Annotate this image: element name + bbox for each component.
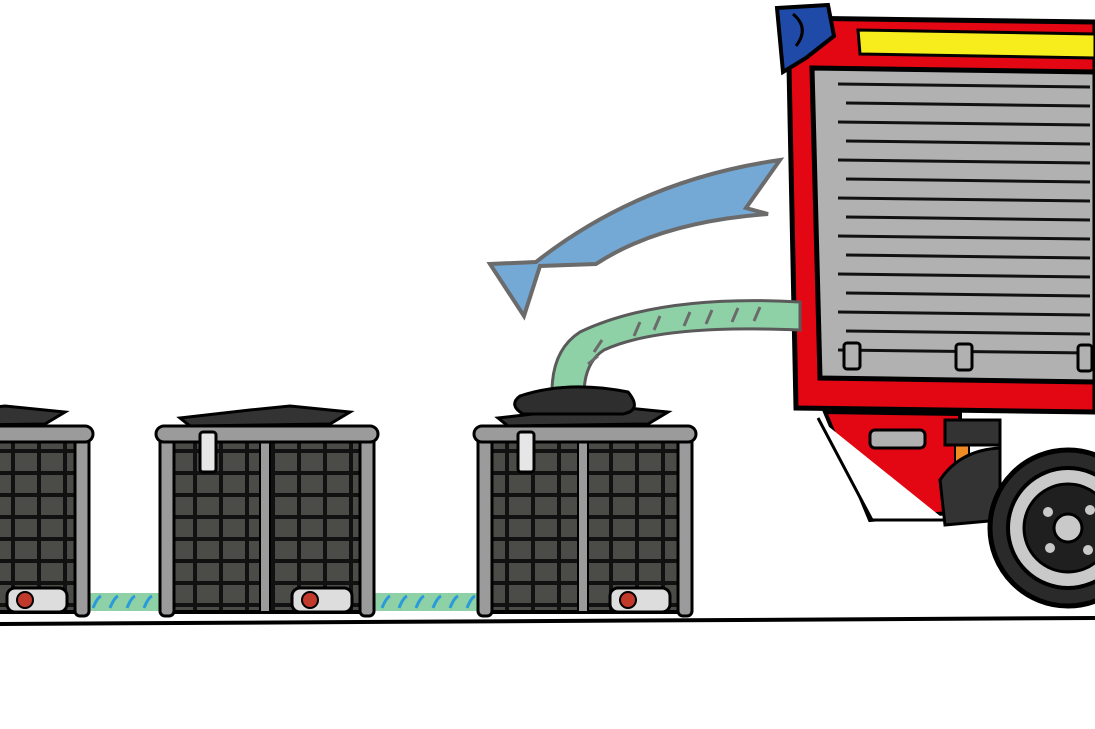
shutter-slat: [845, 177, 1091, 184]
ibc-container-icon: [0, 404, 95, 618]
water-hose-icon: [550, 299, 802, 394]
hose-stripe: [448, 594, 459, 609]
hose-stripe: [91, 594, 102, 609]
shutter-slat: [845, 253, 1091, 260]
hose-stripe: [414, 594, 425, 609]
shutter-slat: [837, 158, 1091, 165]
shutter-slat: [837, 196, 1091, 203]
shutter-slat: [837, 120, 1091, 127]
hose-stripe: [142, 594, 153, 609]
wheel-icon: [987, 447, 1095, 609]
hose-stripe: [125, 594, 136, 609]
shutter-slat: [837, 272, 1091, 279]
shutter-slat: [845, 101, 1091, 108]
shutter-slat: [837, 82, 1091, 89]
shutter-slat: [845, 291, 1091, 298]
stripe-icon: [856, 28, 1095, 60]
ibc-container-icon: [154, 404, 380, 618]
flow-arrow-icon: [486, 157, 785, 321]
fire-truck-icon: [774, 2, 1095, 609]
ibc-container-icon: [472, 385, 698, 618]
hose-stripe: [465, 594, 476, 609]
ground-line-icon: [0, 616, 1095, 626]
hose-stripe: [431, 594, 442, 609]
shutter-slat: [845, 215, 1091, 222]
hose-stripe: [397, 594, 408, 609]
roller-shutter-icon: [809, 65, 1095, 385]
shutter-slat: [837, 310, 1091, 317]
beacon-light-icon: [774, 2, 837, 76]
shutter-slat: [845, 139, 1091, 146]
hose-stripe: [380, 594, 391, 609]
shutter-slat: [845, 329, 1091, 336]
shutter-slat: [837, 234, 1091, 241]
hose-stripe: [108, 594, 119, 609]
